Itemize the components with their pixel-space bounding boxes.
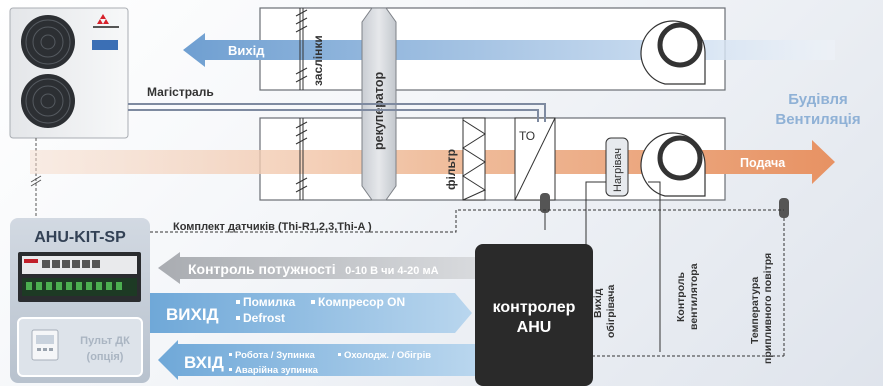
output-bullet-icon: [311, 300, 315, 304]
building-line1: Будівля: [788, 91, 848, 108]
fan-grille-top: [21, 15, 75, 69]
supply-arrow: [30, 140, 835, 184]
output-arrow: [150, 293, 472, 333]
sensor-probe-1: [540, 193, 550, 230]
remote-label-1: Пульт ДК: [80, 335, 130, 347]
main-line-pipe: [128, 103, 546, 122]
input-bullet-icon: [338, 353, 341, 356]
input-item-2: Охолодж. / Обігрів: [344, 350, 431, 361]
output-item-2: Компресор ON: [318, 295, 405, 309]
filter-label: фільтр: [444, 149, 458, 190]
controller-line2: AHU: [517, 319, 552, 336]
to-label: ТО: [519, 129, 535, 143]
output-item-3: Defrost: [243, 311, 285, 325]
output-item-1: Помилка: [243, 295, 296, 309]
input-arrow: [158, 340, 475, 380]
heater-out-label-2: обігрівача: [605, 284, 617, 338]
supply-temp-label-2: припливного повітря: [762, 253, 774, 364]
power-control-arrow: [158, 252, 475, 284]
remote-label-2: (опція): [87, 351, 124, 363]
fan-ctrl-label-1: Контроль: [675, 271, 687, 322]
input-bullet-icon: [229, 353, 232, 356]
output-bullet-icon: [236, 316, 240, 320]
input-title: ВХІД: [184, 353, 224, 372]
mitsubishi-logo-icon: [93, 14, 119, 28]
power-control-label: Контроль потужності 0-10 В чи 4-20 мА: [188, 261, 439, 278]
supply-temp-label-1: Температура: [749, 277, 761, 344]
controller-line1: контролер: [493, 299, 576, 316]
dampers-label: заслінки: [311, 35, 325, 86]
heater-signal-line: [585, 181, 606, 250]
heat-exchanger: [514, 117, 556, 201]
fan-signal-line: [648, 181, 661, 352]
brand-panel-icon: [92, 40, 118, 50]
output-bullet-icon: [236, 300, 240, 304]
heater-label: Нагрівач: [612, 148, 624, 192]
input-item-1: Робота / Зупинка: [235, 350, 315, 361]
main-line-pipe-2: [128, 109, 539, 122]
sensor-probe-2: [779, 198, 789, 218]
output-title: ВИХІД: [166, 305, 219, 324]
input-bullet-icon: [229, 368, 232, 371]
heater: [605, 137, 629, 197]
building-line2: Вентиляція: [775, 111, 860, 128]
remote-control-icon: [31, 329, 59, 361]
cable-break-icon: [30, 175, 42, 187]
fan-icon-top: [640, 20, 706, 85]
remote-panel: [17, 317, 143, 377]
power-control-title: Контроль потужності: [188, 261, 336, 277]
power-control-range: 0-10 В чи 4-20 мА: [345, 265, 438, 277]
ahu-controller: [475, 244, 593, 386]
fan-ctrl-label-2: вентилятора: [688, 263, 700, 330]
sensors-label: Комплект датчиків (Thi-R1,2,3,Thi-A ): [173, 221, 372, 233]
supply-label: Подача: [740, 156, 786, 170]
main-line-label: Магістраль: [147, 85, 214, 99]
controller-board-icon: [18, 252, 141, 302]
heater-out-label-1: Вихід: [592, 288, 604, 318]
fan-icon-bottom: [640, 132, 706, 197]
sensor-line: [150, 209, 784, 233]
filter: [462, 117, 487, 201]
input-item-3: Аварійна зупинка: [235, 365, 319, 376]
exhaust-label: Вихід: [228, 43, 265, 58]
fan-grille-bottom: [21, 74, 75, 128]
outdoor-unit: [9, 7, 129, 139]
dampers: [295, 8, 308, 200]
kit-title: AHU-KIT-SP: [34, 229, 126, 246]
